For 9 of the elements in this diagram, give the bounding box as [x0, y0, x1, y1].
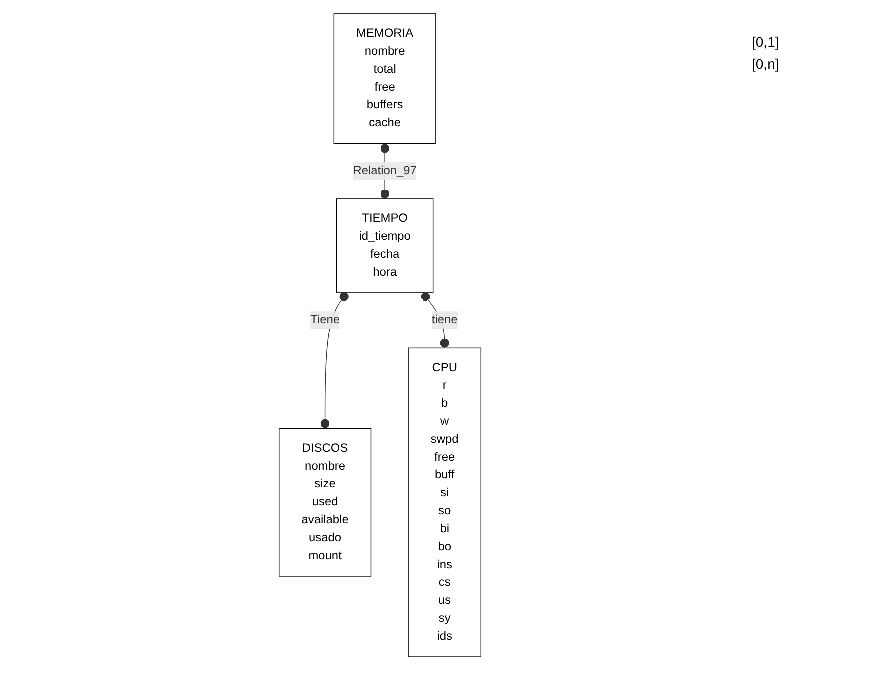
cardinality-label: [0,1] [752, 34, 780, 50]
node-box: DISCOS nombre size used available usado mount [278, 428, 372, 577]
edge-label: Tiene [310, 314, 340, 327]
node-box: MEMORIA nombre total free buffers cache [334, 14, 436, 144]
edge-label: tiene [432, 314, 458, 327]
node-box: TIEMPO id_tiempo fecha hora [336, 198, 434, 294]
node-box: CPU r b w swpd free buff si so bi bo ins cs us sy ids [408, 348, 482, 658]
edge-label: Relation_97 [352, 164, 417, 178]
cardinality-label: [0,n] [752, 56, 780, 72]
